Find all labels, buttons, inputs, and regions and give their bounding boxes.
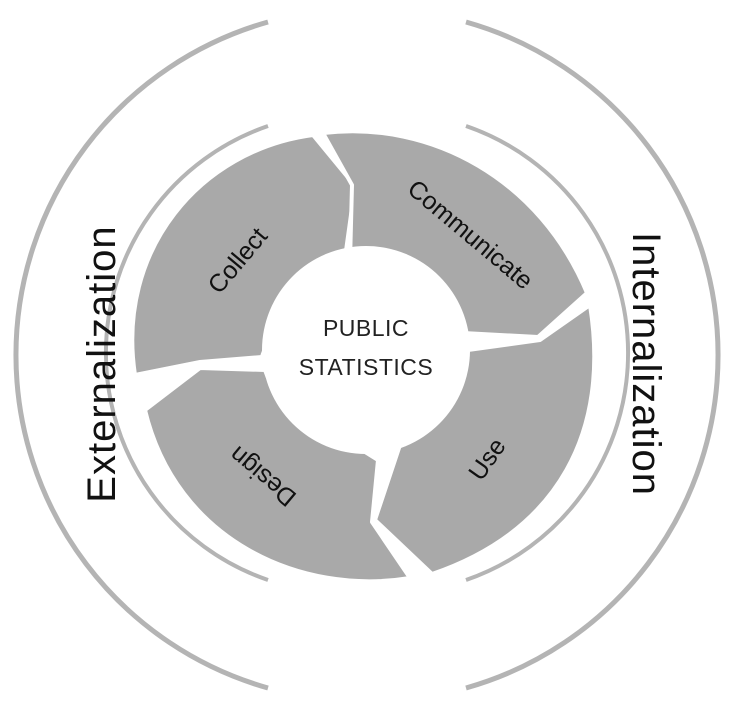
center-label-line2: STATISTICS bbox=[299, 354, 434, 380]
outer-right-arc bbox=[465, 19, 721, 691]
center-hub bbox=[262, 246, 470, 454]
internalization-label: Internalization bbox=[624, 232, 668, 496]
inner-right-arc bbox=[465, 124, 630, 582]
outer-left-arc bbox=[13, 19, 269, 691]
inner-left-arc bbox=[104, 124, 269, 582]
center-label-line1: PUBLIC bbox=[323, 315, 409, 341]
externalization-label: Externalization bbox=[80, 225, 124, 502]
